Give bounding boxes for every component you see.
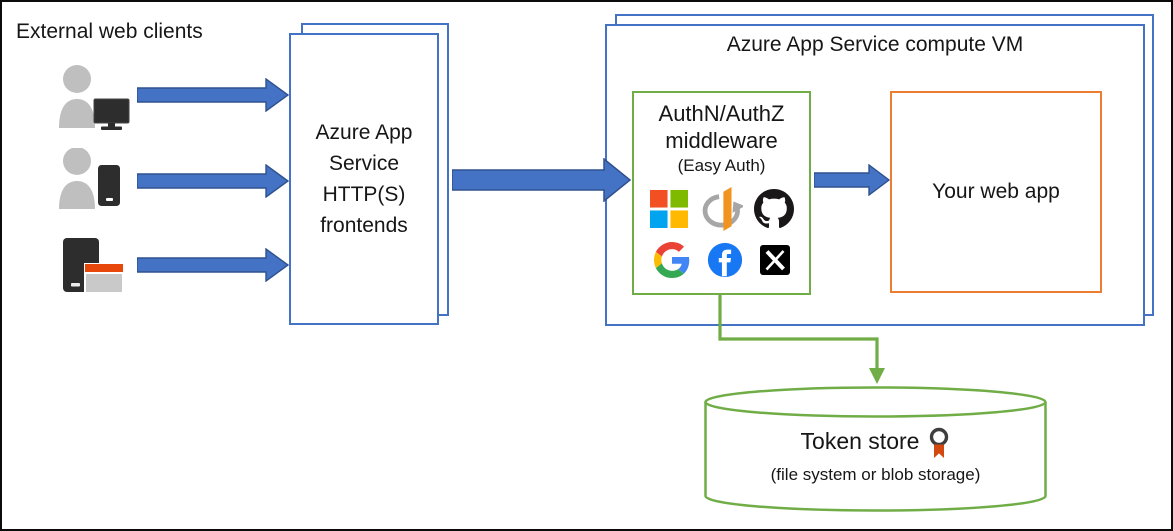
frontends-label-line: Azure App	[315, 121, 413, 144]
webapp-label: Your web app	[932, 180, 1060, 203]
facebook-icon	[707, 242, 742, 278]
middleware-title-line2: middleware	[665, 128, 778, 153]
device-with-browser-icon	[63, 238, 124, 293]
middleware-to-tokenstore-connector	[718, 294, 885, 384]
award-ribbon-icon	[930, 427, 949, 458]
middleware-title-line1: AuthN/AuthZ	[658, 101, 785, 126]
user-with-desktop-icon	[59, 65, 130, 130]
google-icon	[653, 242, 689, 278]
token-store-title: Token store	[800, 428, 920, 454]
middleware-subtitle: (Easy Auth)	[677, 156, 766, 175]
github-icon	[753, 189, 794, 229]
client-arrow-1	[137, 78, 290, 112]
frontends-to-vm-arrow	[452, 158, 632, 202]
webapp-box: Your web app	[890, 91, 1102, 293]
openid-connect-icon	[702, 187, 743, 231]
frontends-label-line: HTTP(S)	[322, 183, 406, 206]
user-with-phone-icon	[59, 148, 120, 209]
microsoft-icon	[649, 190, 688, 228]
token-store-subtitle: (file system or blob storage)	[770, 465, 981, 484]
vm-title: Azure App Service compute VM	[726, 33, 1024, 56]
identity-provider-row-2	[653, 240, 790, 280]
identity-provider-row-1	[649, 185, 794, 233]
middleware-to-webapp-arrow	[814, 164, 890, 196]
external-clients-label: External web clients	[16, 20, 203, 43]
frontends-box: Azure App Service HTTP(S) frontends	[289, 33, 439, 325]
token-store-cylinder	[704, 386, 1047, 512]
middleware-box: AuthN/AuthZ middleware (Easy Auth)	[632, 91, 811, 295]
client-arrow-3	[137, 248, 290, 282]
x-twitter-icon	[759, 245, 790, 275]
frontends-label-line: frontends	[320, 214, 408, 237]
frontends-label-line: Service	[328, 152, 400, 175]
token-store-content: Token store (file system or blob storage…	[704, 426, 1047, 486]
client-arrow-2	[137, 164, 290, 198]
